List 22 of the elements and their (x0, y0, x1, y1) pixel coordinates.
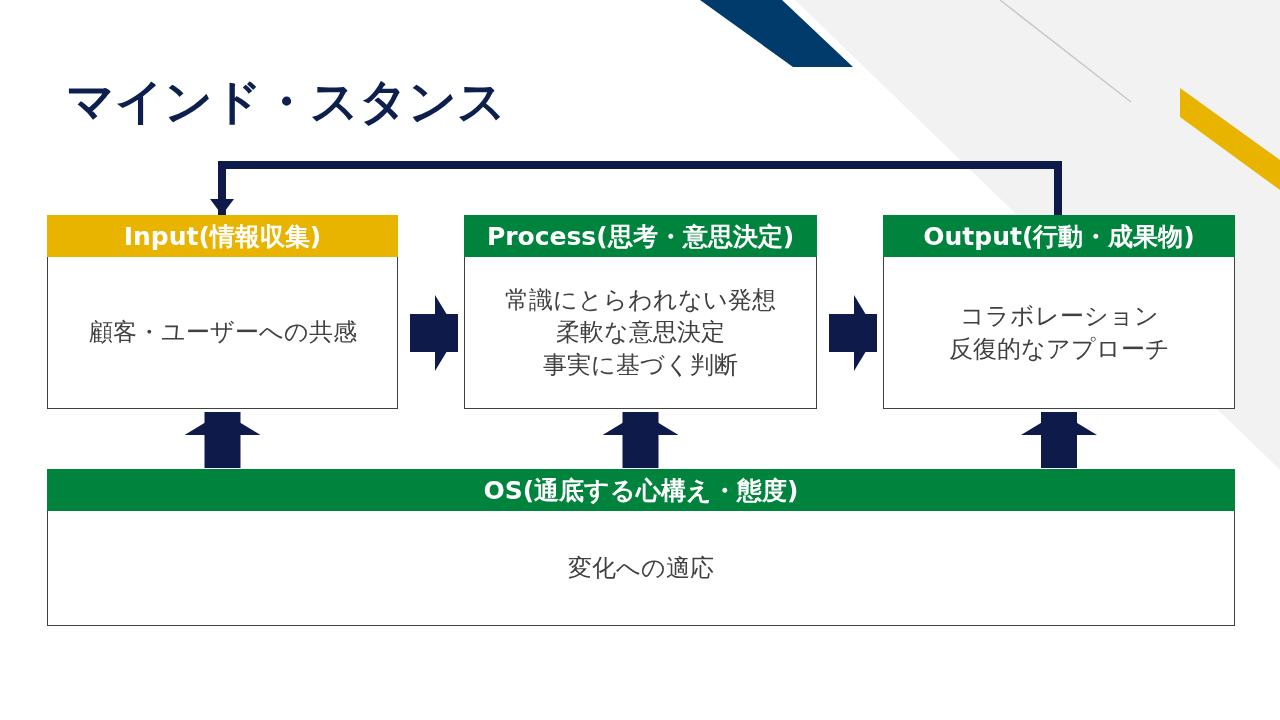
box-header: Output(行動・成果物) (883, 215, 1235, 257)
body-text: 事実に基づく判断 (543, 349, 738, 381)
body-text: 顧客・ユーザーへの共感 (88, 317, 357, 349)
block-arrow (602, 412, 679, 468)
block-arrow (410, 295, 458, 371)
block-arrow (1021, 412, 1097, 468)
slide-title: マインド・スタンス (66, 72, 506, 131)
body-text: 常識にとらわれない発想 (505, 284, 776, 316)
box-header: Process(思考・意思決定) (464, 215, 817, 257)
stage-box (464, 215, 817, 409)
body-text: 変化への適応 (568, 552, 714, 584)
body-text: コラボレーション (959, 301, 1159, 333)
block-arrow (184, 412, 261, 468)
box-header: OS(通底する心構え・態度) (47, 469, 1235, 511)
stage-box (47, 215, 398, 409)
block-arrow (829, 295, 877, 371)
body-text: 柔軟な意思決定 (556, 317, 725, 349)
body-text: 反復的なアプローチ (948, 333, 1170, 365)
feedback-arrow (210, 161, 1062, 215)
stage-box (883, 215, 1235, 409)
box-header: Input(情報収集) (47, 215, 398, 257)
foundation-box (47, 469, 1235, 626)
